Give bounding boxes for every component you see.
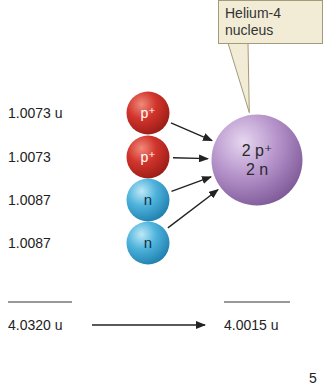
- ball-fill: [127, 222, 170, 265]
- nucleus-sphere: 2 p⁺2 n: [211, 114, 303, 206]
- mass-value: 1.0087: [8, 192, 51, 208]
- mass-value: 1.0073: [8, 149, 51, 165]
- combine-arrow: [168, 190, 218, 228]
- particle-label: 2 p⁺: [242, 141, 273, 160]
- particle-label: p⁺: [140, 149, 155, 166]
- neutron-ball: n: [126, 221, 170, 265]
- particle-label: 2 n: [246, 160, 268, 179]
- ball-fill: [127, 136, 170, 179]
- proton-ball: p⁺: [126, 91, 170, 135]
- mass-value: 4.0015 u: [224, 317, 279, 333]
- mass-value: 4.0320 u: [8, 317, 63, 333]
- callout-text: Helium-4 nucleus: [225, 5, 316, 39]
- combine-arrow: [171, 177, 211, 192]
- combine-arrow: [171, 123, 212, 141]
- sum-rule: [8, 302, 72, 303]
- mass-value: 1.0073 u: [8, 105, 63, 121]
- combine-arrow: [173, 157, 208, 159]
- particle-label: n: [144, 191, 152, 209]
- mass-value: 1.0087: [8, 235, 51, 251]
- ball-fill: [127, 179, 170, 222]
- result-arrow: [92, 324, 205, 325]
- proton-ball: p⁺: [126, 135, 170, 179]
- particle-label: n: [144, 234, 152, 252]
- ball-fill: [127, 92, 170, 135]
- callout-tail: [228, 43, 249, 113]
- page-number: 5: [309, 370, 317, 386]
- ball-outline: [211, 114, 303, 206]
- neutron-ball: n: [126, 178, 170, 222]
- ball-fill: [212, 115, 303, 206]
- sum-rule: [224, 302, 290, 303]
- callout-box: Helium-4 nucleus: [218, 0, 323, 44]
- particle-label: p⁺: [140, 105, 155, 122]
